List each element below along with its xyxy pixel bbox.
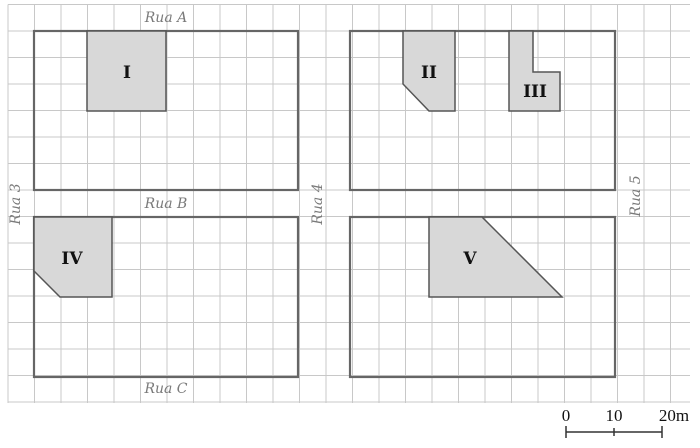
lot-i: [86, 30, 167, 112]
street-rua-a: Rua A: [144, 10, 187, 26]
street-rua-c: Rua C: [143, 381, 187, 397]
street-rua-3: Rua 3: [8, 183, 24, 225]
lot-iii: [508, 30, 561, 112]
lots: [33, 30, 564, 298]
lot-label-iii: III: [523, 82, 547, 102]
scale-bar: 0 10 20m: [562, 406, 689, 438]
lot-iv: [33, 216, 113, 298]
lot-label-i: I: [123, 63, 131, 83]
block-top-right: [348, 29, 617, 192]
street-rua-b: Rua B: [144, 196, 188, 212]
street-rua-4: Rua 4: [310, 183, 326, 225]
scale-label-20: 20m: [659, 406, 689, 425]
lot-label-ii: II: [421, 63, 437, 83]
lot-label-iv: IV: [61, 249, 83, 269]
street-rua-5: Rua 5: [628, 175, 644, 217]
lot-v: [428, 216, 564, 298]
lot-ii: [402, 30, 456, 112]
block-bottom-left: [32, 215, 300, 379]
lot-label-v: V: [462, 249, 477, 269]
scale-label-10: 10: [606, 406, 623, 425]
scale-label-0: 0: [562, 406, 571, 425]
